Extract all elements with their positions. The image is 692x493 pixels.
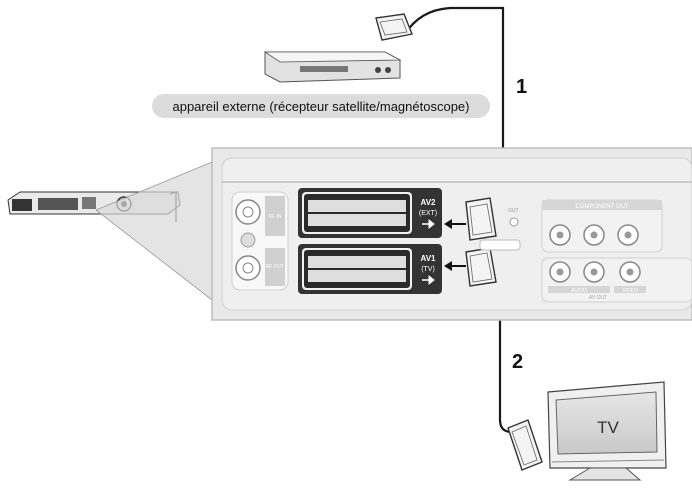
- connection-arrow-2: [444, 261, 466, 271]
- external-device-caption: appareil externe (récepteur satellite/ma…: [152, 94, 490, 118]
- av1-tv-label: (TV): [421, 266, 435, 273]
- scart-port-av2: [298, 188, 442, 238]
- av2-ext-label: (EXT): [419, 210, 437, 217]
- rear-panel: RF IN RF OUT AV2 (EXT) AV1 (TV): [211, 147, 692, 321]
- arrow-out-icon: [422, 274, 435, 286]
- arrow-in-icon: [422, 218, 435, 230]
- step-number-1: 1: [516, 76, 527, 98]
- step-number-2: 2: [512, 351, 523, 373]
- av1-label: AV1: [421, 254, 437, 263]
- audio-out-label: AUDIO: [571, 288, 587, 294]
- tv-label: TV: [597, 418, 619, 437]
- tv-set: TV: [547, 381, 667, 481]
- scart-plug-top: [375, 13, 413, 41]
- connection-arrow-1: [444, 219, 466, 229]
- video-label: VIDEO: [622, 288, 638, 294]
- av2-label: AV2: [421, 198, 437, 207]
- scart-plug-av2: [465, 197, 497, 241]
- zoom-lines: [96, 162, 212, 300]
- component-out-label: COMPONENT OUT: [575, 204, 629, 210]
- scart-port-av1: [298, 244, 442, 294]
- caption-text: appareil externe (récepteur satellite/ma…: [172, 99, 469, 114]
- scart-plug-av1: [465, 247, 497, 287]
- out-label: OUT: [508, 208, 519, 214]
- rf-out-label: RF OUT: [266, 264, 285, 270]
- scart-plug-bottom: [507, 419, 543, 471]
- rf-in-label: RF IN: [268, 214, 281, 220]
- vcr-device: [263, 51, 402, 83]
- av-out-label: AV OUT: [589, 295, 607, 301]
